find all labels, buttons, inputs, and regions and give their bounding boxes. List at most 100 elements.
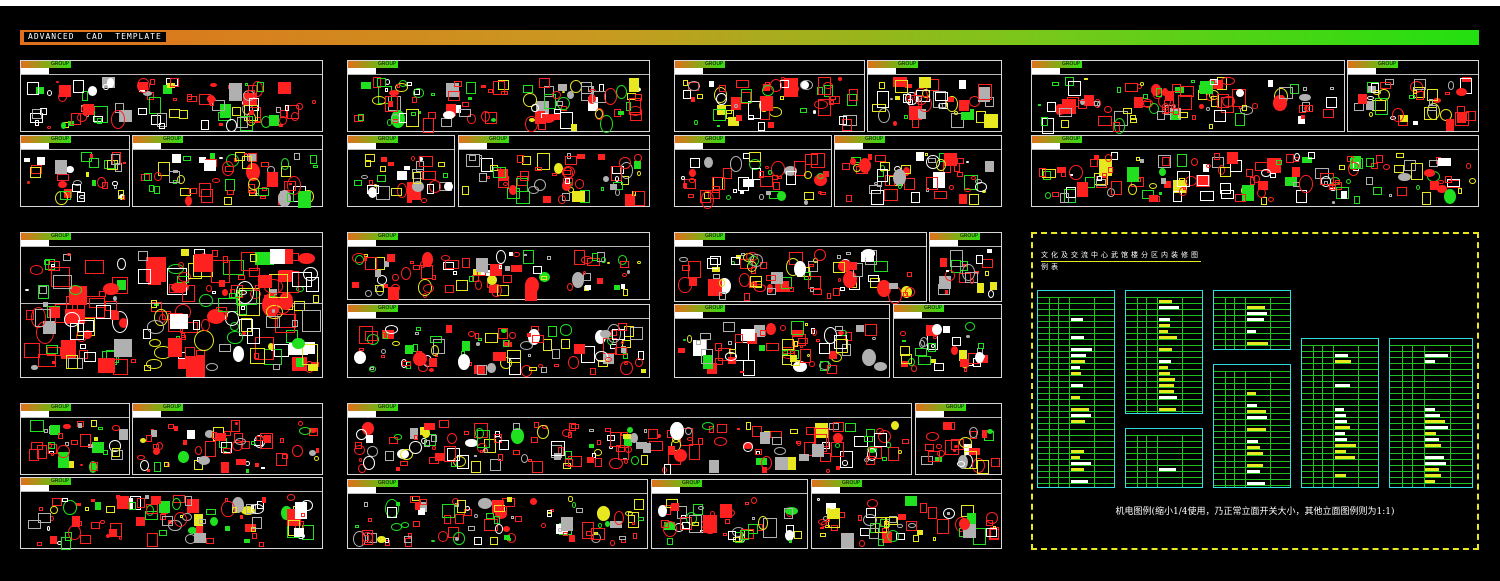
drawing-panel[interactable]: GROUP — [347, 60, 650, 134]
drawing-panel[interactable]: GROUP — [458, 135, 650, 207]
furniture-symbol-round — [278, 116, 287, 126]
furniture-symbol — [455, 513, 465, 525]
furniture-symbol — [681, 521, 691, 530]
furniture-symbol-round — [362, 532, 374, 543]
furniture-symbol — [990, 458, 1000, 468]
furniture-symbol-round — [898, 184, 902, 189]
furniture-symbol — [521, 156, 532, 166]
furniture-symbol-round — [401, 522, 410, 528]
drawing-panel[interactable]: GROUP — [1031, 60, 1345, 135]
drawing-panel[interactable]: GROUP — [132, 135, 323, 208]
furniture-symbol — [136, 498, 145, 508]
furniture-symbol-round — [111, 425, 121, 431]
drawing-panel[interactable]: GROUP — [811, 479, 1002, 549]
furniture-symbol-round — [738, 273, 751, 288]
furniture-symbol — [617, 110, 625, 115]
furniture-symbol-round — [421, 252, 433, 267]
drawing-panel[interactable]: GROUP — [674, 60, 865, 132]
drawing-panel[interactable]: GROUP — [867, 60, 1002, 132]
drawing-panel[interactable]: GROUP — [20, 60, 323, 133]
furniture-symbol — [468, 96, 472, 100]
legend-col-line — [1157, 435, 1159, 487]
furniture-symbol — [295, 357, 305, 367]
drawing-panel[interactable]: GROUP — [347, 479, 648, 549]
furniture-symbol — [466, 153, 480, 167]
furniture-symbol-round — [1209, 90, 1220, 101]
drawing-panel[interactable]: GROUP — [674, 135, 832, 209]
furniture-symbol — [1246, 168, 1253, 178]
drawing-panel[interactable]: GROUP — [651, 479, 808, 549]
furniture-symbol — [413, 434, 419, 440]
furniture-symbol — [396, 84, 401, 88]
drawing-panel[interactable]: GROUP — [132, 403, 323, 475]
furniture-symbol-round — [195, 445, 203, 455]
furniture-symbol — [474, 454, 478, 458]
furniture-symbol-round — [209, 82, 217, 88]
furniture-symbol — [718, 85, 727, 92]
drawing-panel[interactable]: GROUP — [674, 232, 927, 305]
drawing-panel[interactable]: GROUP — [347, 304, 650, 378]
furniture-symbol — [567, 455, 582, 467]
furniture-symbol-round — [825, 469, 830, 473]
drawing-panel[interactable]: GROUP — [20, 232, 323, 378]
furniture-symbol — [148, 96, 162, 114]
furniture-symbol — [745, 501, 749, 505]
furniture-symbol — [510, 264, 523, 272]
furniture-symbol — [117, 189, 125, 200]
drawing-panel[interactable]: GROUP — [929, 232, 1002, 302]
furniture-symbol — [1162, 157, 1171, 167]
furniture-symbol — [476, 258, 489, 272]
drawing-panel[interactable]: GROUP — [674, 304, 890, 378]
furniture-symbol — [722, 533, 727, 536]
furniture-symbol — [82, 103, 95, 115]
drawing-panel[interactable]: GROUP — [893, 304, 1002, 378]
drawing-panel[interactable]: GROUP — [915, 403, 1002, 475]
drawing-panel[interactable]: GROUP — [20, 477, 323, 551]
furniture-symbol-round — [428, 368, 435, 373]
furniture-symbol — [880, 162, 890, 171]
drawing-panel[interactable]: GROUP — [1347, 60, 1479, 132]
furniture-symbol — [79, 433, 91, 448]
drawing-panel[interactable]: GROUP — [347, 403, 912, 475]
furniture-symbol — [793, 160, 807, 177]
drawing-panel[interactable]: GROUP — [20, 135, 130, 207]
panel-divider — [21, 246, 322, 247]
furniture-symbol — [1462, 77, 1471, 83]
panel-group-tab: GROUP — [675, 136, 725, 143]
furniture-symbol-round — [221, 160, 235, 176]
furniture-symbol — [750, 275, 763, 288]
furniture-symbol-round — [111, 310, 129, 334]
furniture-symbol — [181, 332, 186, 339]
furniture-symbol — [462, 185, 470, 195]
panel-group-tab: GROUP — [652, 480, 702, 487]
furniture-symbol — [1175, 87, 1185, 93]
furniture-symbol — [596, 252, 606, 263]
drawing-panel[interactable]: GROUP — [1031, 135, 1479, 207]
furniture-symbol — [877, 169, 888, 183]
drawing-panel[interactable]: GROUP — [347, 135, 455, 207]
furniture-symbol-round — [76, 112, 88, 122]
furniture-symbol — [712, 109, 726, 121]
legend-subtitle: 例表 — [1041, 263, 1061, 271]
furniture-symbol — [1038, 103, 1042, 107]
furniture-symbol — [1235, 113, 1245, 126]
drawing-panel[interactable]: GROUP — [834, 135, 1002, 207]
furniture-symbol-round — [1257, 188, 1266, 199]
furniture-symbol — [151, 429, 158, 438]
furniture-symbol — [415, 332, 419, 335]
furniture-symbol — [470, 460, 481, 474]
furniture-symbol — [52, 274, 72, 289]
legend-table — [1125, 290, 1203, 414]
furniture-symbol — [868, 274, 879, 283]
furniture-symbol — [178, 109, 189, 120]
drawing-panel[interactable]: GROUP — [20, 403, 130, 475]
furniture-symbol-round — [177, 451, 189, 464]
furniture-symbol — [138, 82, 149, 90]
furniture-symbol — [959, 359, 969, 367]
drawing-panel[interactable]: GROUP — [347, 232, 650, 302]
furniture-symbol — [845, 422, 856, 433]
panel-group-tab: GROUP — [675, 61, 725, 68]
furniture-symbol — [687, 261, 702, 279]
legend-col-line — [1182, 297, 1184, 413]
